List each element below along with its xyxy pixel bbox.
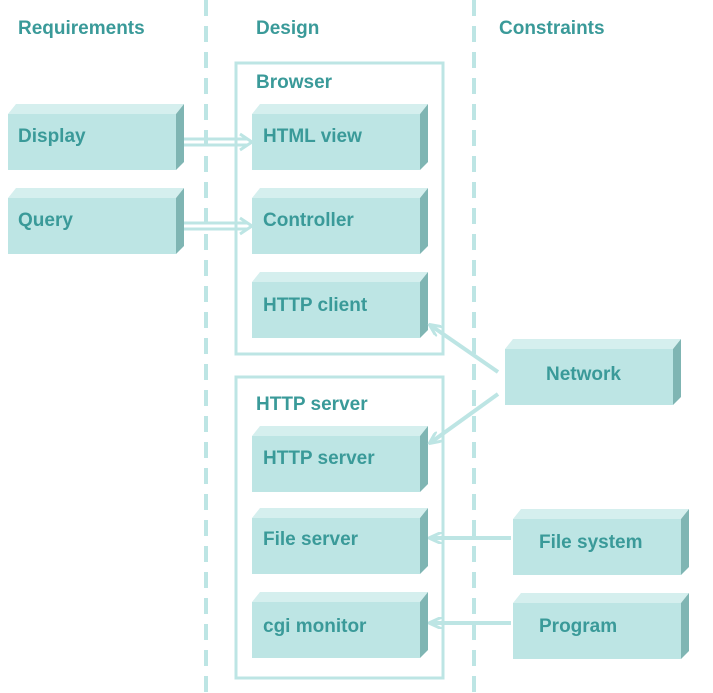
design-html-view-label: HTML view [263, 126, 362, 147]
arrow-network-to-http-server [430, 392, 500, 443]
column-header-constraints: Constraints [499, 18, 605, 39]
design-cgi-monitor-label: cgi monitor [263, 616, 367, 637]
design-cgi-monitor-box: cgi monitor [252, 592, 428, 658]
requirement-display-label: Display [18, 126, 86, 147]
column-header-requirements: Requirements [18, 18, 145, 39]
browser-container-label: Browser [256, 72, 333, 93]
constraint-network-label: Network [546, 364, 621, 385]
constraint-network-box: Network [505, 339, 681, 405]
constraint-program-label: Program [539, 616, 617, 637]
http-server-container-label: HTTP server [256, 394, 368, 415]
constraint-program-box: Program [513, 593, 689, 659]
requirement-display-box: Display [8, 104, 184, 170]
design-http-client-box: HTTP client [252, 272, 428, 338]
design-controller-box: Controller [252, 188, 428, 254]
column-header-design: Design [256, 18, 319, 39]
design-file-server-label: File server [263, 529, 359, 550]
http-server-container [234, 375, 445, 680]
constraint-file-system-box: File system [513, 509, 689, 575]
browser-container [234, 61, 445, 356]
design-http-server-label: HTTP server [263, 448, 375, 469]
design-controller-label: Controller [263, 210, 354, 231]
arrow-display-to-html-view [184, 132, 255, 152]
requirement-query-label: Query [18, 210, 73, 231]
requirement-query-box: Query [8, 188, 184, 254]
design-http-client-label: HTTP client [263, 295, 368, 316]
design-http-server-box: HTTP server [252, 426, 428, 492]
arrow-network-to-http-client [430, 325, 500, 374]
arrow-query-to-controller [184, 216, 255, 236]
design-file-server-box: File server [252, 508, 428, 574]
constraint-file-system-label: File system [539, 532, 643, 553]
design-html-view-box: HTML view [252, 104, 428, 170]
